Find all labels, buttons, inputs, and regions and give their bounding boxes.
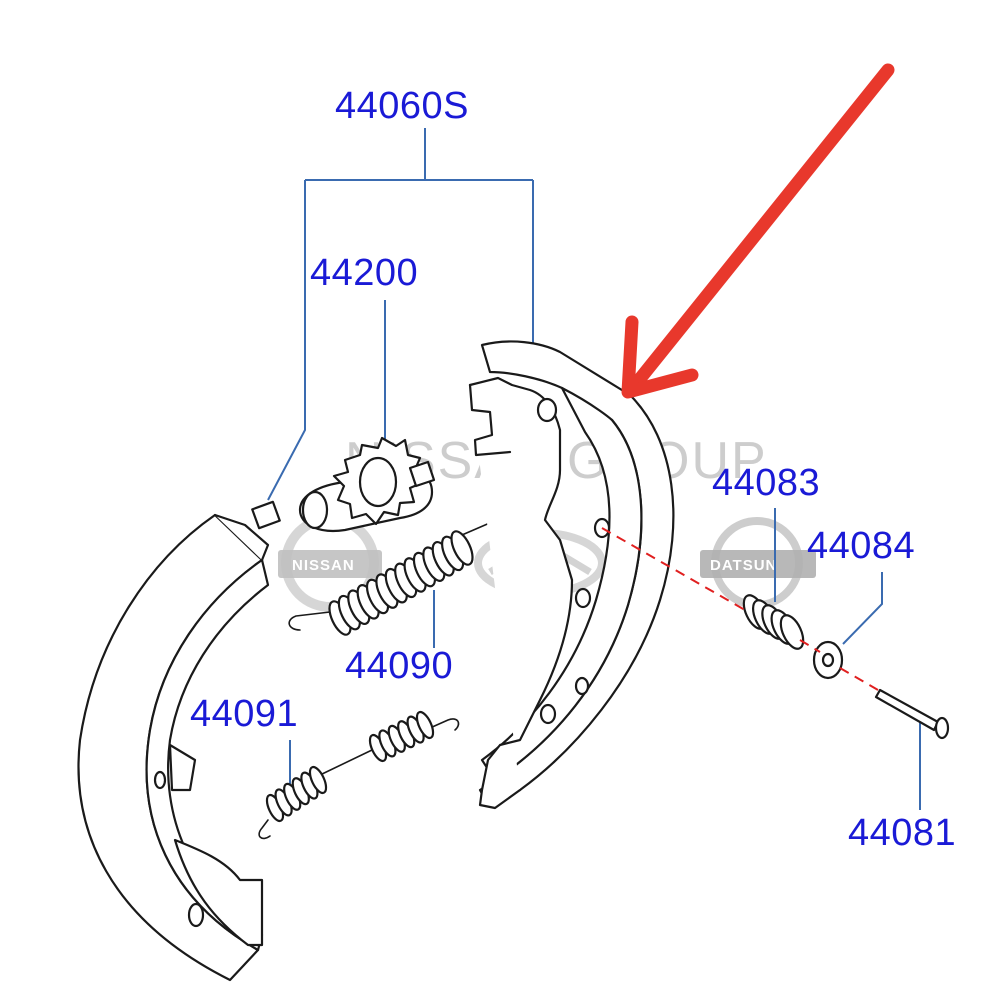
nissan-logo-text: NISSAN [292, 557, 355, 574]
adjuster [298, 436, 436, 533]
label-retainer: 44084 [807, 525, 915, 567]
brake-shoe-right [468, 340, 675, 810]
label-assembly: 44060S [335, 85, 469, 127]
spring-coil [415, 710, 435, 740]
assembly-axis [601, 527, 879, 691]
spring-coil [308, 765, 328, 795]
brake-shoe-left [77, 500, 281, 982]
label-adjuster: 44200 [310, 252, 418, 294]
lower-spring [258, 710, 460, 840]
label-upper-spring: 44090 [345, 645, 453, 687]
highlight-arrow [621, 63, 895, 399]
leader-lines [267, 128, 921, 810]
hold-down-spring [742, 594, 805, 650]
hold-down-pin [874, 688, 950, 740]
upper-spring [288, 520, 506, 636]
label-pin: 44081 [848, 812, 956, 854]
datsun-logo-text: DATSUN [710, 557, 777, 574]
spring-coil [779, 614, 805, 650]
datsun-logo: DATSUN [700, 517, 816, 609]
label-lower-spring: 44091 [190, 693, 298, 735]
part-labels: 44060S 44200 44090 44091 44083 44084 440… [190, 85, 956, 854]
spring-coil [450, 530, 474, 566]
label-hold-spring: 44083 [712, 462, 820, 504]
retainer-washer [812, 640, 844, 680]
